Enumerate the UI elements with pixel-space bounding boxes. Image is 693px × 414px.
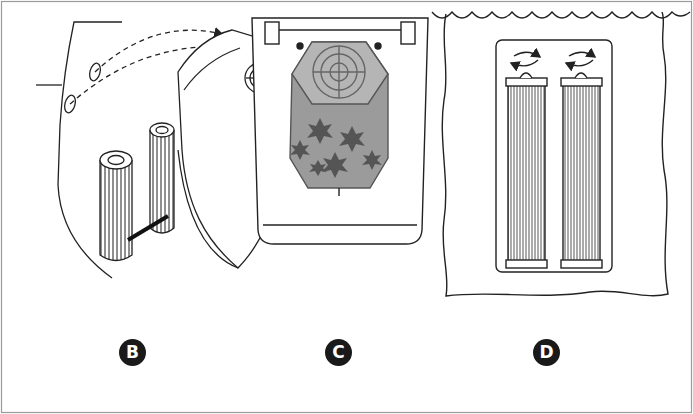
spa-wall	[432, 12, 690, 296]
step-letter: C	[332, 344, 344, 361]
step-badge: C	[325, 339, 352, 366]
skimmer-basket	[252, 18, 428, 244]
step-letter: D	[539, 344, 553, 361]
step-badge: B	[119, 339, 146, 366]
filter-compartment	[36, 22, 280, 278]
step-badge: D	[533, 339, 560, 366]
step-letter: B	[126, 344, 139, 361]
leaves	[290, 118, 382, 178]
